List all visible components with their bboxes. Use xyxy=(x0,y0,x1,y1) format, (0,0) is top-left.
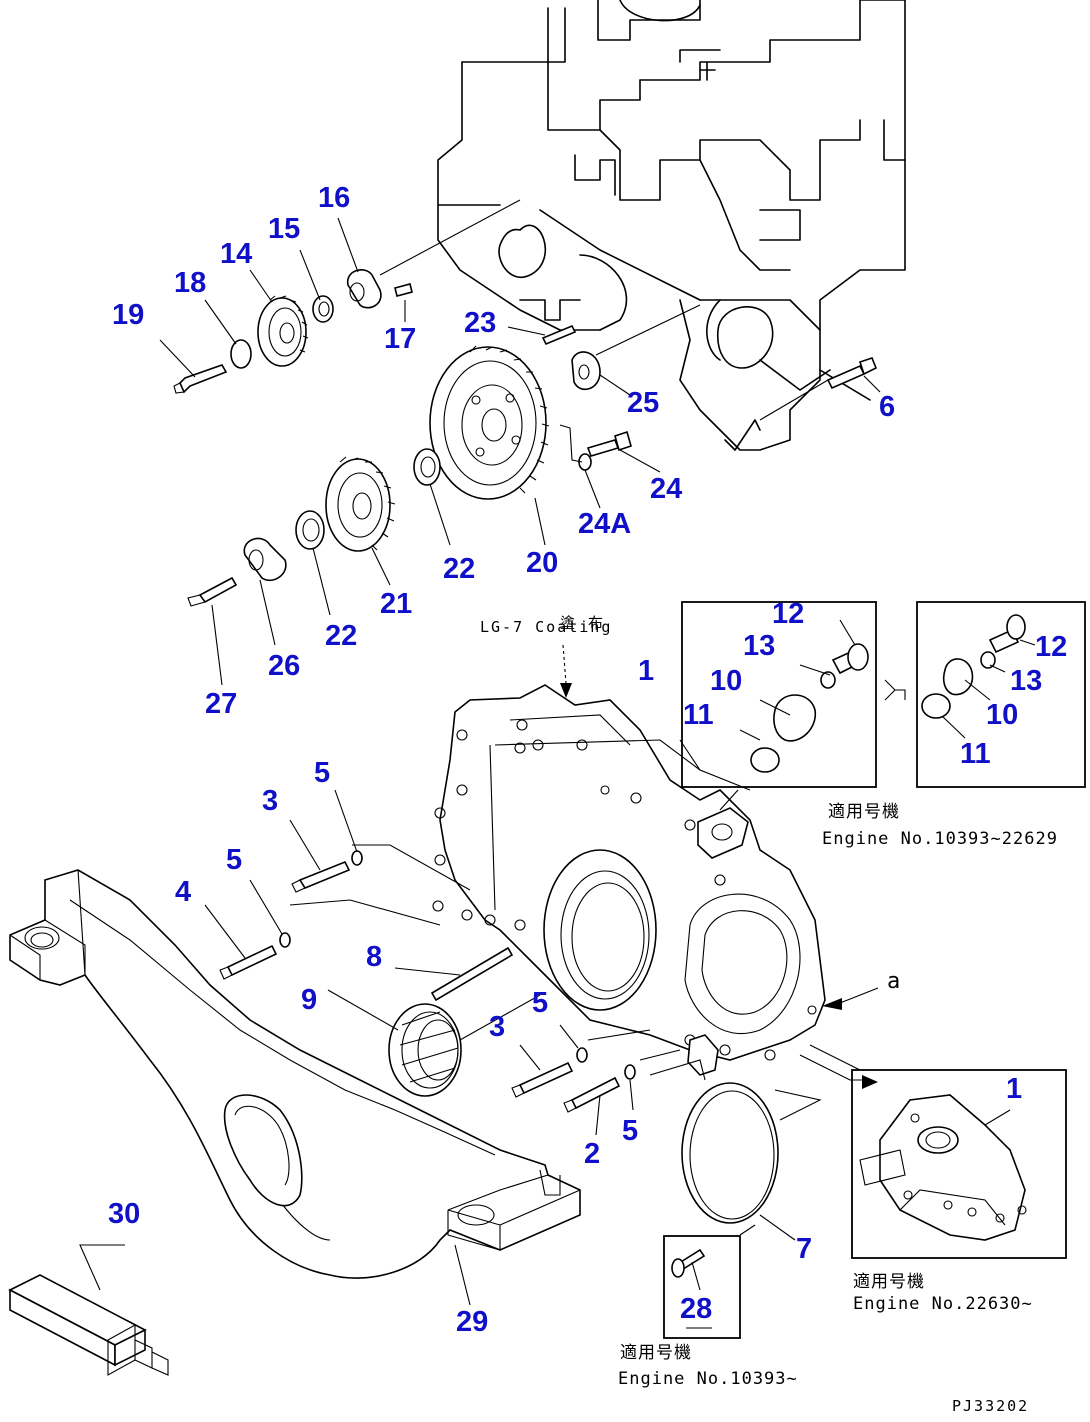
callout-5-a: 5 xyxy=(314,757,330,789)
callout-16: 16 xyxy=(318,182,350,214)
gear-21 xyxy=(325,458,391,552)
bushing-22-upper xyxy=(413,448,441,486)
bolt-24 xyxy=(586,439,620,457)
callout-9: 9 xyxy=(301,984,317,1016)
callout-24a: 24A xyxy=(578,508,631,540)
cover-fasteners xyxy=(204,789,636,1136)
inset-a-caption-en: Engine No.10393~22629 xyxy=(822,829,1058,849)
gasket xyxy=(681,1082,822,1241)
idler-gear-small-assembly xyxy=(159,199,521,394)
inset-b-callout-12: 12 xyxy=(1035,631,1067,663)
cam-gear-assembly xyxy=(187,448,451,686)
inset-b-callout-11: 11 xyxy=(960,738,991,770)
callout-18: 18 xyxy=(174,267,206,299)
coating-note-en: LG-7 Coating xyxy=(480,618,612,636)
callout-14: 14 xyxy=(220,238,252,270)
inset-c-caption-jp: 適用号機 xyxy=(853,1272,925,1292)
washer-5-upper xyxy=(351,850,363,866)
callout-25: 25 xyxy=(627,387,659,419)
bolt-3-lower xyxy=(518,1061,574,1095)
callout-24: 24 xyxy=(650,473,682,505)
callout-8: 8 xyxy=(366,941,382,973)
bolt-3-upper xyxy=(298,860,351,889)
inset-a-callout-13: 13 xyxy=(743,630,775,662)
dowel-pin-8 xyxy=(430,946,514,1002)
inset-a-callout-10: 10 xyxy=(710,665,742,697)
bolt-2 xyxy=(570,1076,621,1110)
callout-19: 19 xyxy=(112,299,144,331)
callout-26: 26 xyxy=(268,650,300,682)
inset-a-caption-jp: 適用号機 xyxy=(828,802,900,822)
bushing-22-lower xyxy=(295,510,325,550)
dowel-pin xyxy=(541,324,577,346)
idler-gear-small xyxy=(257,297,307,367)
front-oil-seal xyxy=(327,989,541,1097)
callout-5-b: 5 xyxy=(226,844,242,876)
bolt-4 xyxy=(226,944,278,977)
inset-d-callout-28: 28 xyxy=(680,1293,712,1325)
callout-22-lower: 22 xyxy=(325,620,357,652)
front-support-bracket xyxy=(9,869,581,1306)
callout-15: 15 xyxy=(268,213,300,245)
callout-3-upper: 3 xyxy=(262,785,278,817)
thrust-washer xyxy=(230,339,252,369)
washer-5-lower xyxy=(279,932,291,948)
callout-21: 21 xyxy=(380,588,412,620)
callout-5-d: 5 xyxy=(622,1115,638,1147)
callout-5-c: 5 xyxy=(532,987,548,1019)
inset-bolt-type-d xyxy=(663,1224,756,1339)
inset-filler-type-b xyxy=(916,601,1086,788)
bushing xyxy=(312,295,334,323)
front-seal-bore xyxy=(543,849,657,1011)
callout-20: 20 xyxy=(526,547,558,579)
coating-indicator: 塗 布 LG-7 Coating xyxy=(480,614,612,698)
idler-gear-large-assembly xyxy=(429,304,881,546)
washer-5-mid xyxy=(576,1047,588,1063)
callout-2: 2 xyxy=(584,1138,600,1170)
callout-30: 30 xyxy=(108,1198,140,1230)
inset-cover-type-c xyxy=(851,1069,1067,1259)
idler-shaft xyxy=(347,269,382,309)
callout-4: 4 xyxy=(175,876,191,908)
shaft-26 xyxy=(243,537,287,582)
key xyxy=(394,283,413,297)
callout-labels: 16 15 14 18 19 17 23 25 6 24 24A 20 22 2… xyxy=(108,182,1067,1338)
inset-c-callout-1: 1 xyxy=(1006,1073,1022,1105)
arrow-marker-a: a xyxy=(887,969,901,994)
inset-d-caption-en: Engine No.10393~ xyxy=(618,1369,798,1389)
callout-7: 7 xyxy=(796,1233,812,1265)
inset-b-callout-10: 10 xyxy=(986,699,1018,731)
coating-note-jp: 塗 布 xyxy=(560,614,605,632)
inset-b-callout-13: 13 xyxy=(1010,665,1042,697)
callout-1: 1 xyxy=(638,655,654,687)
inset-d-caption-jp: 適用号機 xyxy=(620,1343,692,1363)
idler-gear-large xyxy=(429,346,547,500)
callout-17: 17 xyxy=(384,323,416,355)
inset-a-callout-12: 12 xyxy=(772,598,804,630)
callout-29: 29 xyxy=(456,1306,488,1338)
inset-filler-type-a xyxy=(679,601,906,811)
front-cover xyxy=(289,684,879,1089)
inset-a-callout-11: 11 xyxy=(683,699,714,731)
callout-6: 6 xyxy=(879,391,895,423)
callout-22-upper: 22 xyxy=(443,553,475,585)
inset-c-caption-en: Engine No.22630~ xyxy=(853,1294,1033,1314)
drawing-code: PJ33202 xyxy=(952,1397,1029,1415)
filler-boss xyxy=(697,807,749,859)
bolt-27 xyxy=(198,576,238,604)
callout-23: 23 xyxy=(464,307,496,339)
washer-5-right xyxy=(624,1064,636,1080)
callout-3-lower: 3 xyxy=(489,1011,505,1043)
callout-27: 27 xyxy=(205,688,237,720)
washer-25 xyxy=(571,351,601,391)
pin-tool xyxy=(8,1244,169,1376)
